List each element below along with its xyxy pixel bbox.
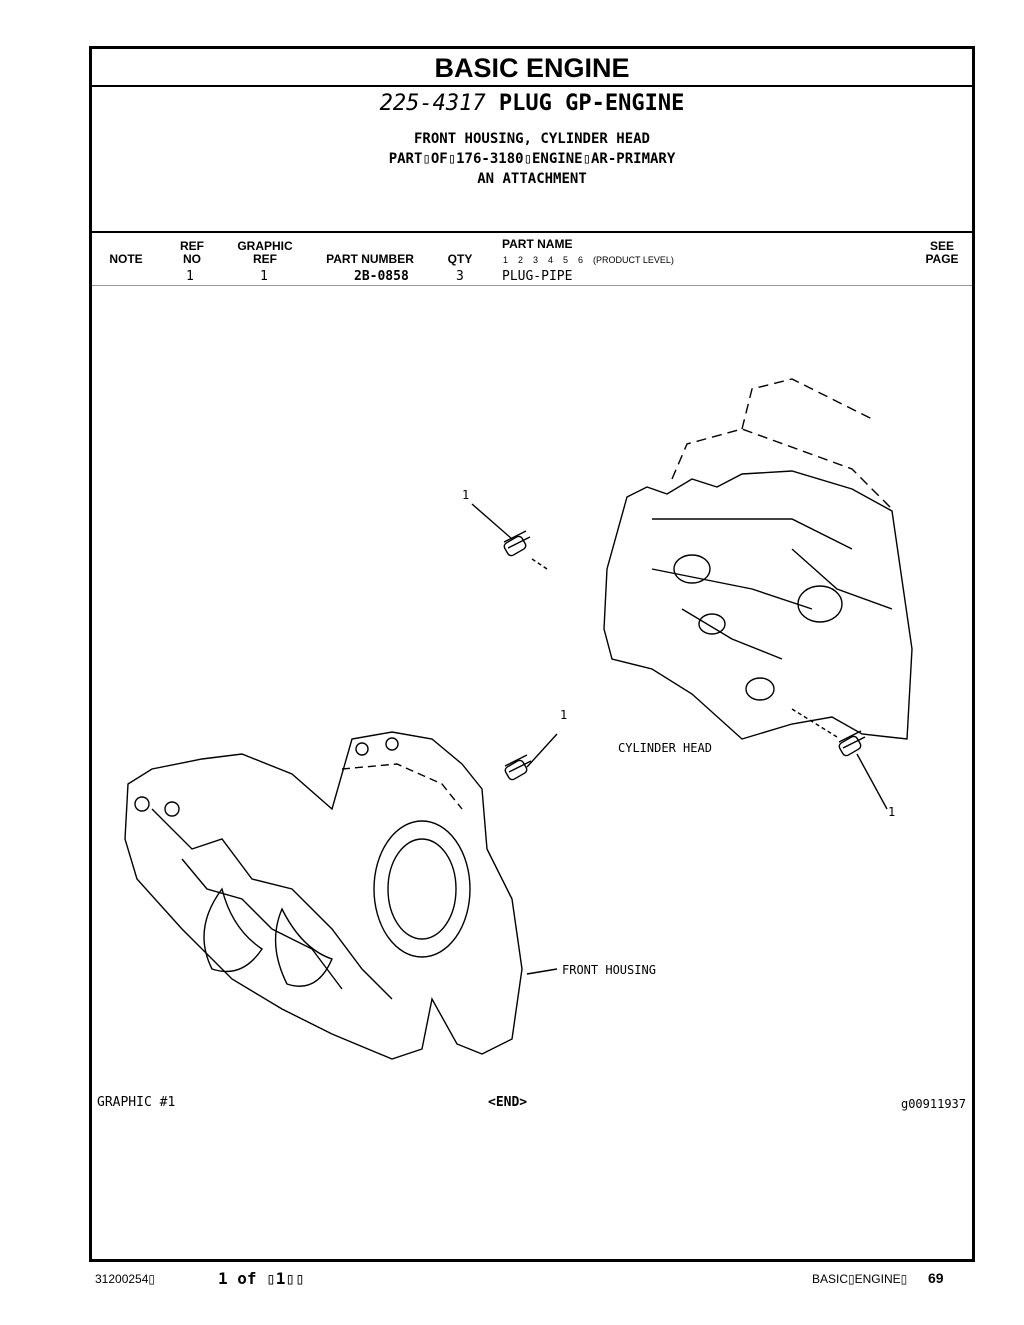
leader-line (856, 753, 888, 810)
plug-pipe-2 (504, 754, 532, 781)
col-part-name: PART NAME (502, 237, 573, 251)
leader-line (791, 708, 838, 738)
header-divider (92, 231, 972, 233)
end-marker: <END> (488, 1095, 528, 1110)
leader-line (531, 558, 548, 570)
description-line: FRONT HOUSING, CYLINDER HEAD (413, 131, 650, 147)
description-line: PART▯OF▯176-3180▯ENGINE▯AR-PRIMARY (388, 151, 676, 167)
description-line: AN ATTACHMENT (477, 171, 587, 187)
leader-line (471, 503, 513, 540)
section-name: BASIC▯ENGINE▯ (812, 1272, 908, 1286)
plug-pipe-3 (838, 730, 866, 757)
graphic-label: GRAPHIC #1 (97, 1095, 176, 1110)
page-title: BASIC ENGINE (92, 49, 972, 87)
callout-3: 1 (888, 805, 895, 819)
cylinder-head-label: CYLINDER HEAD (618, 741, 712, 755)
group-header: 225-4317 PLUG GP-ENGINE FRONT HOUSING, C… (92, 89, 972, 189)
page-number: 69 (928, 1270, 944, 1286)
cylinder-head-outline (603, 470, 913, 740)
row-part-number: 2B-0858 (354, 269, 409, 284)
page-frame: BASIC ENGINE 225-4317 PLUG GP-ENGINE FRO… (89, 46, 975, 1262)
group-name: PLUG GP-ENGINE (498, 91, 685, 116)
callout-1: 1 (462, 488, 469, 502)
row-qty: 3 (456, 269, 464, 284)
plug-pipe-1 (503, 530, 531, 557)
col-qty: QTY (447, 252, 473, 266)
leader-line (526, 968, 558, 975)
col-part-number: PART NUMBER (326, 252, 414, 266)
row-graphic-ref: 1 (260, 269, 268, 284)
graphic-id: g00911937 (900, 1097, 966, 1111)
col-note: NOTE (109, 252, 143, 266)
row-ref-no: 1 (186, 269, 194, 284)
front-housing-outline (124, 731, 523, 1060)
product-levels: 1 2 3 4 5 6 (PRODUCT LEVEL) (503, 255, 674, 265)
row-part-name: PLUG-PIPE (502, 269, 573, 284)
group-description: FRONT HOUSING, CYLINDER HEAD PART▯OF▯176… (92, 129, 972, 189)
front-housing-label: FRONT HOUSING (562, 963, 656, 977)
group-number: 225-4317 (379, 91, 486, 116)
document-number: 31200254▯ (95, 1272, 155, 1286)
callout-2: 1 (560, 708, 567, 722)
group-title: 225-4317 PLUG GP-ENGINE (92, 89, 972, 119)
row-divider (92, 285, 972, 286)
exploded-view-graphic: 1 1 1 CYLINDER HEAD FRONT HOUSING (124, 378, 913, 1060)
leader-line (526, 733, 558, 768)
page-count: 1 of ▯1▯▯ (218, 1269, 305, 1288)
